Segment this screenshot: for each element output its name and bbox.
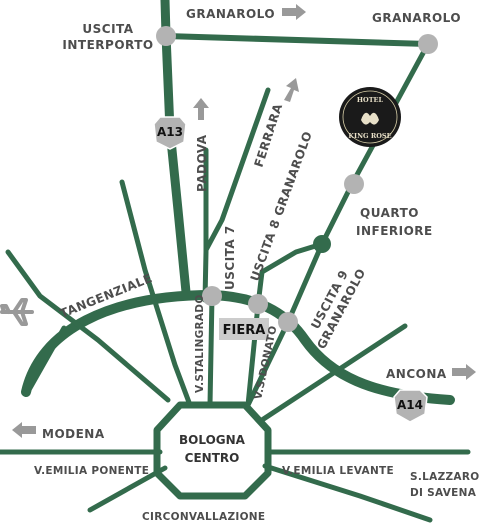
ancona-label: ANCONA [386, 367, 447, 381]
road-uscita8 [255, 241, 325, 308]
uscita-interporto-label-2: INTERPORTO [62, 38, 153, 52]
junction-uscita9 [278, 312, 298, 332]
emilia-levante-label: V.EMILIA LEVANTE [282, 465, 394, 477]
circonvallazione-label: CIRCONVALLAZIONE [142, 511, 265, 523]
granarolo-right-label: GRANAROLO [372, 11, 461, 25]
airplane-icon [0, 298, 34, 326]
modena-label: MODENA [42, 427, 105, 441]
road-interporto-granarolo [163, 33, 431, 47]
a14-shield: A14 [393, 389, 428, 423]
quarto-label-2: INFERIORE [356, 224, 433, 238]
centro-label-2: CENTRO [185, 451, 240, 465]
slazzaro-label-2: DI SAVENA [410, 487, 477, 499]
centro-label-1: BOLOGNA [179, 433, 246, 447]
tangenziale-a14 [21, 290, 455, 405]
hotel-name-line1: HOTEL [357, 96, 384, 104]
junction-granarolo [418, 34, 438, 54]
road-slazzaro [262, 463, 433, 523]
fiera-label: FIERA [223, 323, 266, 338]
hotel-logo-ring [342, 90, 398, 144]
road-stalingrado [207, 293, 215, 408]
granarolo-arrow-icon [282, 4, 306, 20]
fiera-box [219, 318, 269, 340]
junction-interporto [156, 26, 176, 46]
granarolo-top-label: GRANAROLO [186, 7, 275, 21]
padova-label: PADOVA [195, 134, 209, 192]
junction-uscita8 [248, 294, 268, 314]
junctions [156, 26, 438, 332]
a13-shield: A13 [153, 116, 187, 150]
ferrara-label: FERRARA [252, 101, 286, 168]
uscita7-label: USCITA 7 [223, 225, 237, 290]
ancona-arrow-icon [452, 364, 476, 380]
road-southwest-2 [87, 465, 168, 513]
junction-quarto-south [313, 235, 331, 253]
road-west [5, 249, 171, 403]
slazzaro-label-1: S.LAZZARO [410, 471, 479, 483]
a14-label: A14 [397, 398, 423, 412]
uscita-interporto-label-1: USCITA [82, 22, 133, 36]
hotel-badge: HOTEL KING ROSE [339, 87, 401, 147]
stalingrado-label: V.STALINGRADO [194, 294, 206, 393]
rose-icon [361, 112, 379, 125]
quarto-label-1: QUARTO [360, 206, 419, 220]
padova-arrow-icon [193, 98, 209, 120]
junction-quarto [344, 174, 364, 194]
ferrara-arrow-icon [284, 78, 299, 102]
road-east [259, 323, 408, 423]
junction-uscita7 [202, 286, 222, 306]
road-southwest [27, 325, 67, 391]
circonvallazione-ring [153, 401, 272, 500]
a13-label: A13 [157, 125, 183, 139]
road-ferrara [203, 87, 271, 253]
fiera-marker: FIERA [219, 318, 269, 340]
road-northwest [119, 179, 193, 408]
modena-arrow-icon [12, 422, 36, 438]
emilia-ponente-label: V.EMILIA PONENTE [34, 465, 149, 477]
hotel-name-line2: KING ROSE [348, 132, 391, 140]
